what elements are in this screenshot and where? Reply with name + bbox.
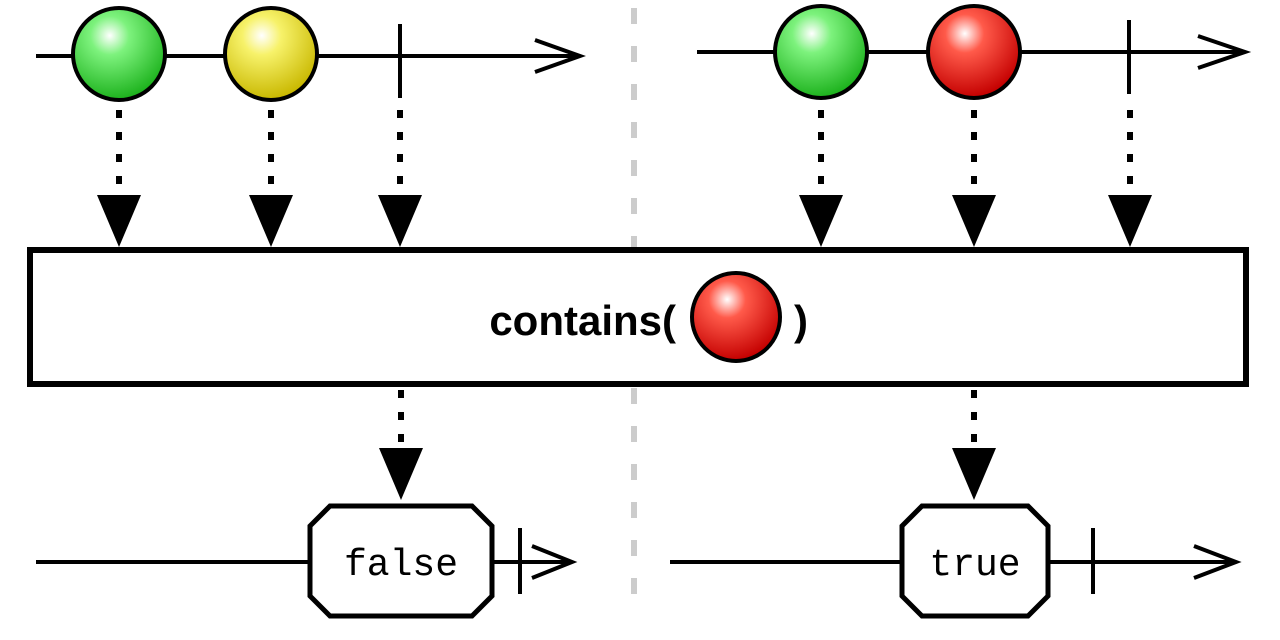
right-input-arrows [818,110,1133,198]
operator-label-suffix: ) [794,297,808,344]
operator-argument-marble-red [690,271,782,363]
output-arrows [398,390,977,452]
left-input-marble-yellow [223,6,319,102]
right-input-marble-red [926,4,1022,100]
operator-label-prefix: contains( [489,297,676,344]
left-result-marble: false [307,503,495,619]
right-input-marble-green [773,4,869,100]
right-input-arrowheads [799,195,1152,247]
left-result-label: false [344,544,458,587]
output-arrowheads [379,448,996,500]
right-result-label: true [929,544,1020,587]
left-input-arrowheads [97,195,422,247]
right-result-marble: true [899,503,1051,619]
operator-box: contains( ) [27,247,1249,387]
left-input-marble-green [71,6,167,102]
left-input-arrows [116,110,403,198]
